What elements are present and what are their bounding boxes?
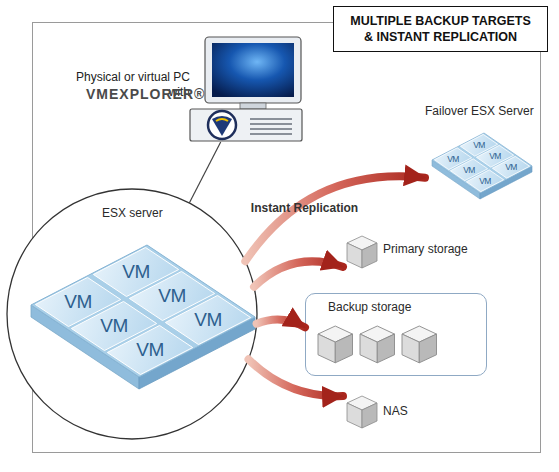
vm-label: VM	[499, 161, 523, 173]
platform-side	[139, 317, 255, 389]
platform-top	[31, 245, 255, 377]
vm-tile-node: VM	[126, 338, 174, 362]
vm-label: VM	[112, 260, 160, 284]
storage-cube	[402, 326, 437, 363]
computer-icon	[190, 37, 302, 141]
esx-server-circle: ESX serverVMVMVMVMVMVM	[6, 188, 258, 440]
vm-label: VM	[467, 139, 491, 151]
computer-node: Physical or virtual PC withVMEXPLORER®	[190, 32, 308, 142]
vm-tile	[165, 295, 250, 344]
vm-label: VM	[148, 284, 196, 308]
title-box: MULTIPLE BACKUP TARGETS & INSTANT REPLIC…	[333, 6, 548, 52]
storage-node: NAS	[343, 392, 425, 432]
vm-tile	[466, 170, 503, 192]
logo-arc	[216, 119, 228, 121]
vm-tile	[450, 159, 487, 181]
platform-side	[432, 160, 480, 199]
vm-tile	[492, 156, 529, 178]
vm-label: VM	[126, 338, 174, 362]
vm-label: VM	[473, 175, 497, 187]
data-flow-arrow	[257, 319, 305, 327]
vent-slot	[250, 123, 292, 125]
platform-side	[480, 166, 532, 199]
data-flow-arrow	[245, 176, 425, 261]
vm-tile	[434, 148, 471, 170]
monitor-bezel	[205, 37, 301, 103]
storage-group: Backup storage	[305, 293, 487, 376]
vm-label: VM	[90, 314, 138, 338]
failover-server: Failover ESX ServerVMVMVMVMVMVM	[425, 103, 540, 199]
product-logo-text: VMEXPLORER®	[86, 87, 198, 102]
vm-tile-node: VM	[483, 150, 507, 162]
vm-tile	[476, 145, 513, 167]
title-text: MULTIPLE BACKUP TARGETS & INSTANT REPLIC…	[338, 13, 543, 45]
vm-label: VM	[457, 164, 481, 176]
edge-label: Instant Replication	[251, 201, 358, 215]
vm-label: VM	[483, 150, 507, 162]
node-label: Primary storage	[383, 242, 495, 257]
vm-tile	[129, 271, 214, 320]
vm-tile-node: VM	[473, 175, 497, 187]
node-label: Failover ESX Server	[425, 104, 540, 119]
node-label: ESX server	[102, 206, 192, 221]
data-flow-arrow	[249, 359, 344, 396]
vm-platform	[31, 245, 255, 389]
vm-tile	[93, 247, 178, 296]
connector-line	[189, 142, 220, 203]
vm-label: VM	[184, 308, 232, 332]
vm-tile-node: VM	[90, 314, 138, 338]
vm-tile-node: VM	[184, 308, 232, 332]
logo-ring	[208, 111, 236, 139]
pc-base	[190, 109, 302, 141]
storage-cube	[360, 326, 395, 363]
logo-shield	[212, 116, 232, 136]
vm-tile	[35, 277, 120, 326]
vm-tile-node: VM	[457, 164, 481, 176]
circle-outline	[7, 189, 257, 439]
vm-tile-node: VM	[148, 284, 196, 308]
vm-tile-node: VM	[499, 161, 523, 173]
vm-tile-node: VM	[467, 139, 491, 151]
monitor-screen	[212, 43, 294, 97]
vm-tile-node: VM	[54, 290, 102, 314]
storage-cube	[347, 236, 377, 268]
vent-slot	[250, 128, 292, 130]
monitor-neck	[240, 103, 266, 109]
vm-label: VM	[54, 290, 102, 314]
storage-cube	[318, 326, 353, 363]
vm-label: VM	[441, 153, 465, 165]
vm-tile-node: VM	[112, 260, 160, 284]
failover-platform	[432, 133, 532, 199]
vm-tile-node: VM	[441, 153, 465, 165]
vent-slot	[250, 118, 292, 120]
vm-tile	[107, 325, 192, 374]
vm-tile	[460, 134, 497, 156]
vm-tile	[71, 301, 156, 350]
storage-node: Primary storage	[343, 230, 495, 270]
storage-cube	[347, 396, 377, 428]
data-flow-arrow	[254, 261, 343, 286]
platform-side	[31, 305, 139, 389]
vent-slot	[250, 133, 292, 135]
platform-top	[432, 133, 532, 193]
node-label: NAS	[383, 404, 425, 419]
node-label: Backup storage	[328, 300, 478, 315]
